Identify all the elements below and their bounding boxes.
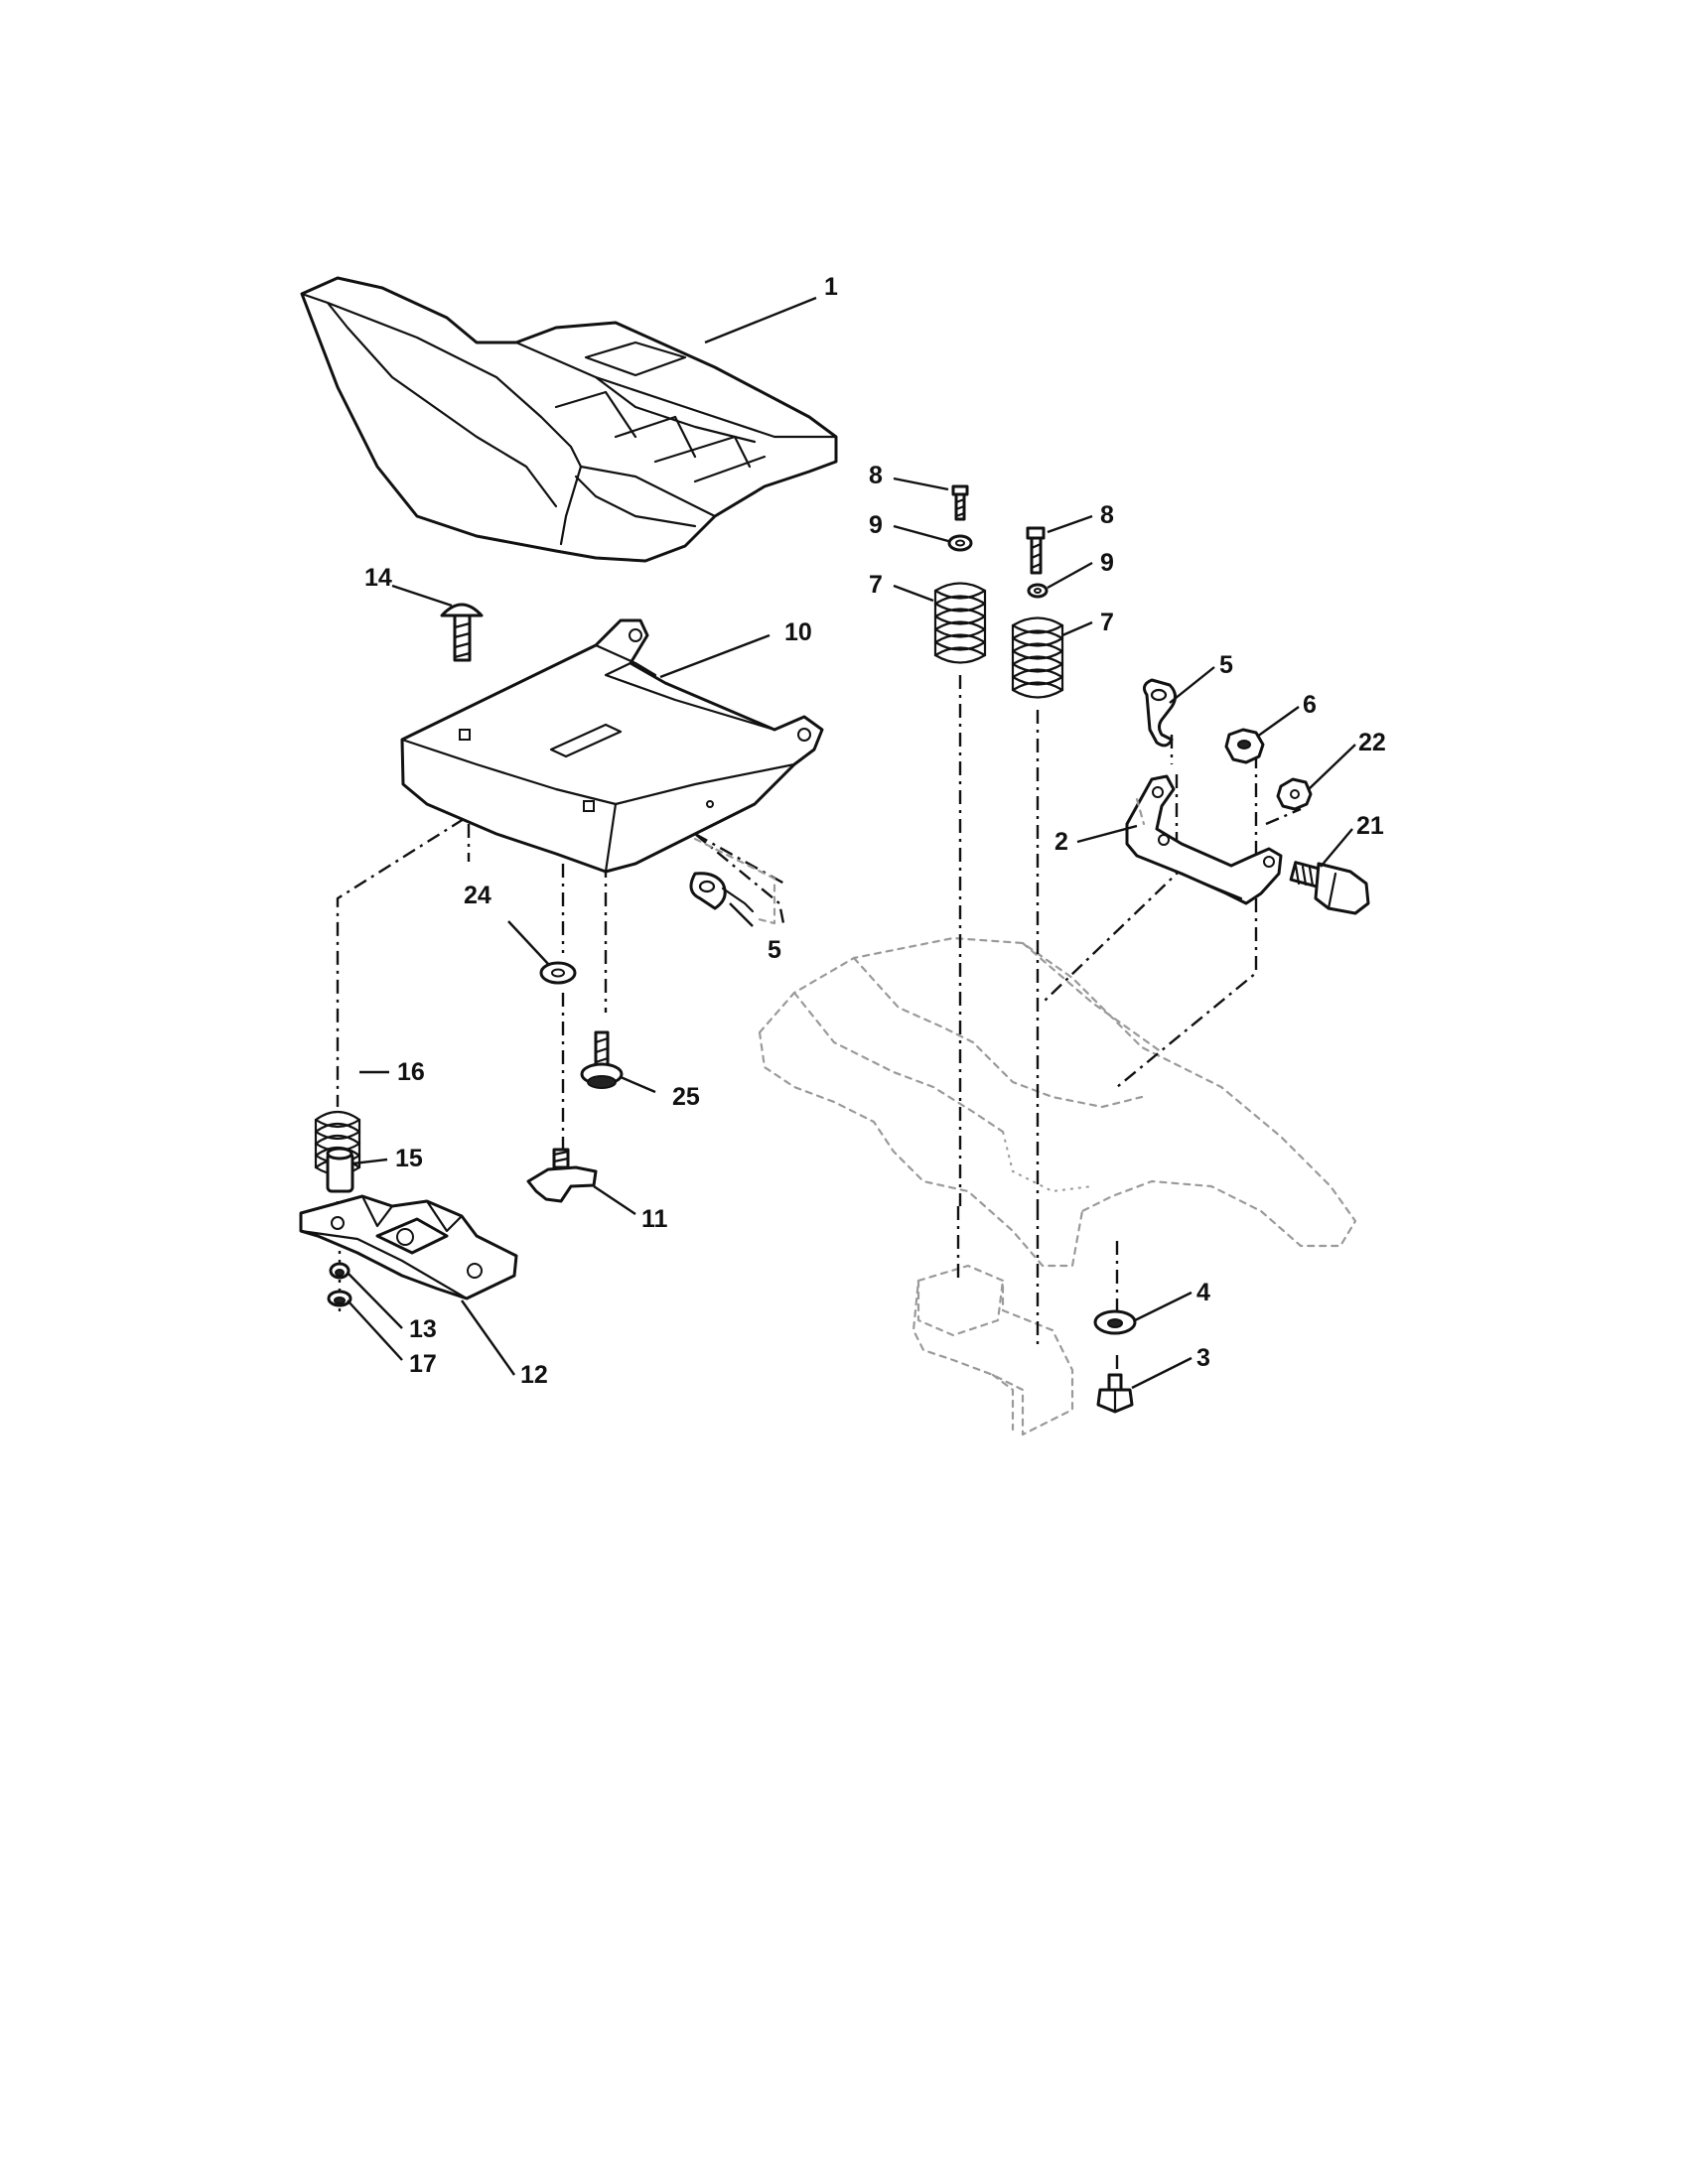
hex-bolt-left: [951, 484, 969, 521]
seat: [300, 276, 838, 563]
callout-21: 21: [1356, 812, 1384, 840]
lock-nut: [329, 1262, 351, 1280]
carriage-bolt: [440, 603, 484, 662]
seat-clip: [689, 837, 776, 925]
callout-16: 16: [397, 1058, 425, 1086]
hex-bolt-right: [1026, 526, 1046, 575]
callout-17: 17: [409, 1350, 437, 1378]
spacer: [326, 1147, 354, 1193]
washer-left: [947, 534, 973, 552]
leader-lines: [347, 296, 1356, 1390]
flange-washer: [1093, 1309, 1137, 1335]
callout-8-left: 8: [869, 462, 883, 489]
callout-9-left: 9: [869, 511, 883, 539]
pivot-bracket: [1125, 774, 1283, 905]
hex-nut: [1224, 728, 1265, 764]
callout-13: 13: [409, 1315, 437, 1343]
spring-left: [933, 582, 987, 664]
callout-10: 10: [784, 618, 812, 646]
callout-25: 25: [672, 1083, 700, 1111]
callout-2: 2: [1054, 828, 1068, 856]
callout-8-right: 8: [1100, 501, 1114, 529]
callout-15: 15: [395, 1145, 423, 1172]
callout-labels: 1 10 14 5 24 25 11 16 15 12 13 17 8 8 9 …: [364, 273, 1386, 1389]
hex-bolt-3: [1096, 1373, 1134, 1414]
assembly-centerlines: [336, 675, 1302, 1380]
lock-nut-small: [1276, 777, 1313, 811]
spring-small: [314, 1110, 361, 1176]
callout-22: 22: [1358, 729, 1386, 756]
callout-6: 6: [1303, 691, 1317, 719]
callout-5-left: 5: [768, 936, 781, 964]
bracket-clip: [1142, 678, 1177, 748]
callout-12: 12: [520, 1361, 548, 1389]
callout-4: 4: [1196, 1279, 1210, 1306]
wing-knob: [526, 1148, 598, 1203]
callout-3: 3: [1196, 1344, 1210, 1372]
slide-plate: [299, 1194, 518, 1300]
washer: [539, 961, 577, 985]
spring-right: [1011, 616, 1064, 699]
seat-pan: [400, 618, 824, 874]
callout-24: 24: [464, 882, 491, 909]
square-hole: [583, 800, 595, 812]
flat-washer: [327, 1290, 352, 1307]
shoulder-bolt: [580, 1030, 624, 1089]
callout-7-left: 7: [869, 571, 883, 599]
callout-11: 11: [641, 1205, 668, 1233]
washer-right: [1027, 583, 1049, 599]
frame-phantom: [758, 936, 1357, 1436]
callout-7-right: 7: [1100, 609, 1114, 636]
square-hole: [459, 729, 471, 741]
shoulder-bolt-21: [1289, 861, 1370, 915]
callout-14: 14: [364, 564, 392, 592]
callout-1: 1: [824, 273, 838, 301]
callout-9-right: 9: [1100, 549, 1114, 577]
callout-5-right: 5: [1219, 651, 1233, 679]
